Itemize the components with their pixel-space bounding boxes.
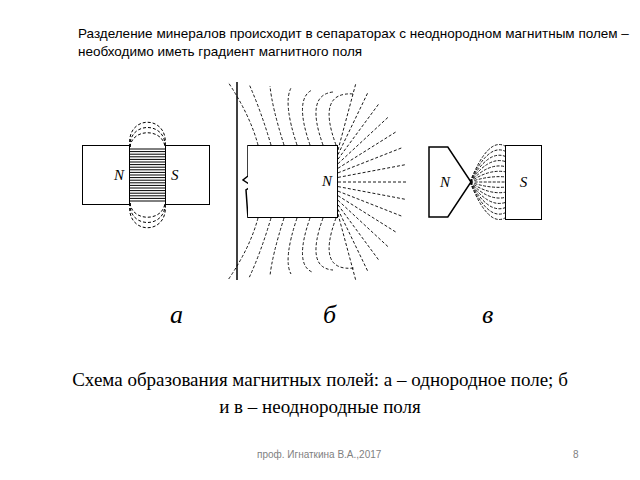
footer-author: проф. Игнаткина В.А.,2017 bbox=[257, 449, 381, 460]
field-line bbox=[130, 198, 165, 199]
fringe-line bbox=[130, 203, 165, 217]
pole-letter: N bbox=[114, 168, 124, 183]
slide-title: Разделение минералов происходит в сепара… bbox=[78, 25, 634, 61]
field-line bbox=[228, 218, 258, 280]
pole-letter: S bbox=[520, 175, 528, 190]
field-line bbox=[338, 187, 407, 200]
field-line bbox=[130, 172, 165, 173]
pole-letter: N bbox=[440, 175, 450, 190]
field-line bbox=[130, 182, 165, 183]
field-line bbox=[302, 90, 312, 145]
field-line bbox=[130, 177, 165, 178]
page-number: 8 bbox=[573, 449, 579, 460]
field-line bbox=[338, 147, 403, 173]
field-line bbox=[470, 182, 505, 209]
pointed-pole-shape bbox=[428, 146, 472, 218]
field-line bbox=[470, 182, 505, 214]
field-line bbox=[338, 182, 408, 183]
field-line bbox=[130, 185, 165, 186]
field-line bbox=[249, 84, 271, 145]
field-line bbox=[270, 86, 284, 145]
fringe-line bbox=[130, 133, 165, 147]
field-line bbox=[130, 154, 165, 155]
field-line bbox=[338, 116, 389, 164]
field-line bbox=[338, 205, 380, 261]
field-line bbox=[130, 169, 165, 170]
magnet-pole: N bbox=[248, 145, 338, 218]
field-line bbox=[470, 155, 505, 182]
field-line bbox=[470, 161, 505, 182]
fringe-line bbox=[130, 203, 165, 223]
fringe-line bbox=[130, 203, 166, 228]
field-line bbox=[130, 156, 165, 157]
field-line bbox=[470, 150, 505, 182]
magnet-pole: S bbox=[165, 145, 210, 205]
field-line bbox=[316, 92, 333, 145]
field-line bbox=[470, 166, 505, 182]
field-line bbox=[130, 149, 165, 150]
figure-letter: б bbox=[323, 300, 336, 330]
field-line bbox=[130, 201, 165, 202]
pole-letter: N bbox=[322, 174, 332, 189]
field-line bbox=[470, 182, 505, 183]
field-line bbox=[338, 82, 356, 150]
field-line bbox=[338, 92, 368, 155]
field-line bbox=[470, 182, 505, 220]
field-line bbox=[288, 88, 297, 145]
field-line bbox=[130, 190, 165, 191]
figure-letter: в bbox=[482, 300, 493, 330]
field-line bbox=[130, 164, 165, 165]
figure-letter: а bbox=[170, 300, 183, 330]
fringe-line bbox=[130, 122, 166, 147]
field-line bbox=[130, 193, 165, 194]
wall-line bbox=[236, 82, 238, 280]
uniform-field-lines bbox=[130, 122, 166, 228]
field-line bbox=[130, 188, 165, 189]
field-line bbox=[470, 171, 505, 182]
field-line bbox=[338, 209, 368, 272]
field-line bbox=[329, 218, 354, 268]
field-line bbox=[338, 214, 356, 282]
field-line bbox=[470, 177, 505, 182]
field-line bbox=[130, 175, 165, 176]
concentrated-field-lines bbox=[470, 145, 505, 220]
pole-letter: S bbox=[171, 168, 179, 183]
field-line bbox=[249, 218, 271, 278]
magnet-pole: N bbox=[428, 146, 472, 218]
magnet-pole: S bbox=[505, 145, 542, 220]
field-line bbox=[338, 200, 389, 248]
field-line bbox=[302, 218, 312, 272]
field-line bbox=[338, 191, 403, 217]
field-line bbox=[316, 218, 333, 270]
field-line bbox=[338, 103, 380, 159]
field-line bbox=[338, 164, 407, 177]
field-line bbox=[130, 159, 165, 160]
field-line bbox=[288, 218, 297, 274]
field-line bbox=[329, 94, 354, 145]
field-line bbox=[130, 180, 165, 181]
fringe-line bbox=[130, 128, 165, 148]
field-line bbox=[130, 167, 165, 168]
field-line bbox=[130, 151, 165, 152]
field-line bbox=[130, 195, 165, 196]
field-line bbox=[130, 162, 165, 163]
field-line bbox=[338, 131, 397, 168]
field-line bbox=[470, 145, 505, 183]
figure-caption: Схема образования магнитных полей: а – о… bbox=[70, 366, 570, 420]
field-line bbox=[228, 82, 258, 145]
radial-field-lines bbox=[228, 82, 408, 282]
field-line bbox=[270, 218, 284, 276]
magnet-pole: N bbox=[82, 145, 130, 205]
